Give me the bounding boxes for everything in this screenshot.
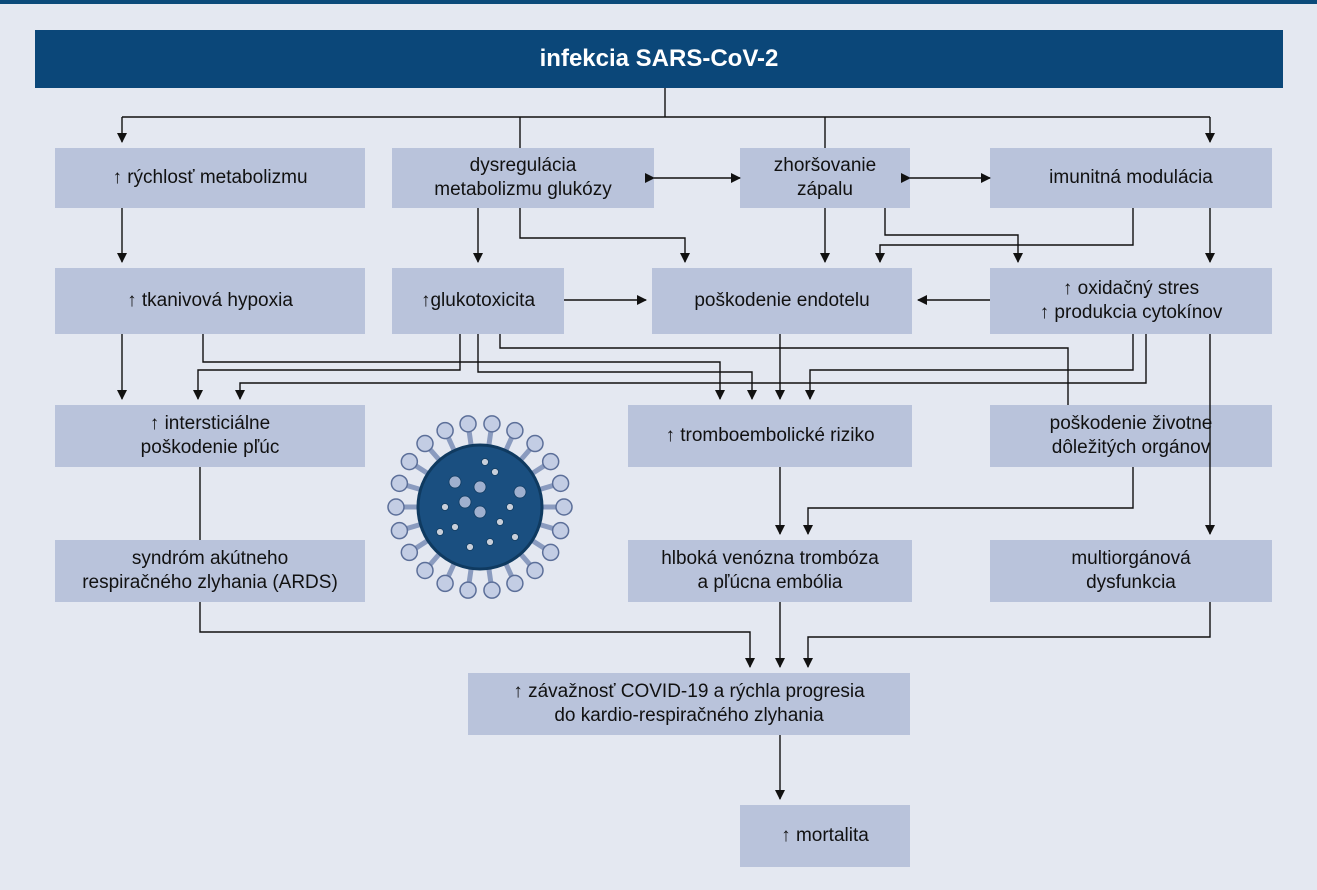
arrow-hypoxia-to-thrombo [202, 334, 725, 400]
node-vital-organ-damage: poškodenie životne dôležitých orgánov [990, 405, 1272, 467]
node-interstitial-lung-damage: ↑ intersticiálne poškodenie pľúc [55, 405, 365, 467]
node-covid-severity: ↑ závažnosť COVID-19 a rýchla progresia … [468, 673, 910, 735]
arrow-glucotoxicity-to-lung-a [193, 334, 461, 400]
diagram-title: infekcia SARS-CoV-2 [35, 30, 1283, 88]
top-accent-bar [0, 0, 1317, 4]
node-glucotoxicity: ↑glukotoxicita [392, 268, 564, 334]
arrow-organs-to-dvt [803, 467, 1134, 535]
arrow-ards-to-severity [199, 602, 755, 668]
node-oxidative-stress: ↑ oxidačný stres ↑ produkcia cytokínov [990, 268, 1272, 334]
arrow-oxidative-to-lung [235, 334, 1147, 400]
arrow-glucotoxicity-to-organs [499, 334, 1069, 405]
node-ards: syndróm akútneho respiračného zlyhania (… [55, 540, 365, 602]
node-mortality: ↑ mortalita [740, 805, 910, 867]
node-tissue-hypoxia: ↑ tkanivová hypoxia [55, 268, 365, 334]
node-endothelial-damage: poškodenie endotelu [652, 268, 912, 334]
node-metabolism-rate: ↑ rýchlosť metabolizmu [55, 148, 365, 208]
coronavirus-icon [387, 415, 573, 599]
node-dvt-embolism: hlboká venózna trombóza a pľúcna embólia [628, 540, 912, 602]
arrow-glucotoxicity-to-thrombo [477, 334, 757, 400]
arrow-glucose-to-endothelium [519, 208, 690, 263]
node-thromboembolic-risk: ↑ tromboembolické riziko [628, 405, 912, 467]
arrow-inflammation-to-oxidative [884, 208, 1023, 263]
node-immune-modulation: imunitná modulácia [990, 148, 1272, 208]
node-multiorgan-dysfunction: multiorgánová dysfunkcia [990, 540, 1272, 602]
arrow-oxidative-to-thrombo [805, 334, 1134, 400]
arrow-immune-to-endothelium [875, 208, 1134, 263]
node-glucose-dysregulation: dysregulácia metabolizmu glukózy [392, 148, 654, 208]
arrow-multiorgan-to-severity [803, 602, 1211, 668]
node-inflammation: zhoršovanie zápalu [740, 148, 910, 208]
